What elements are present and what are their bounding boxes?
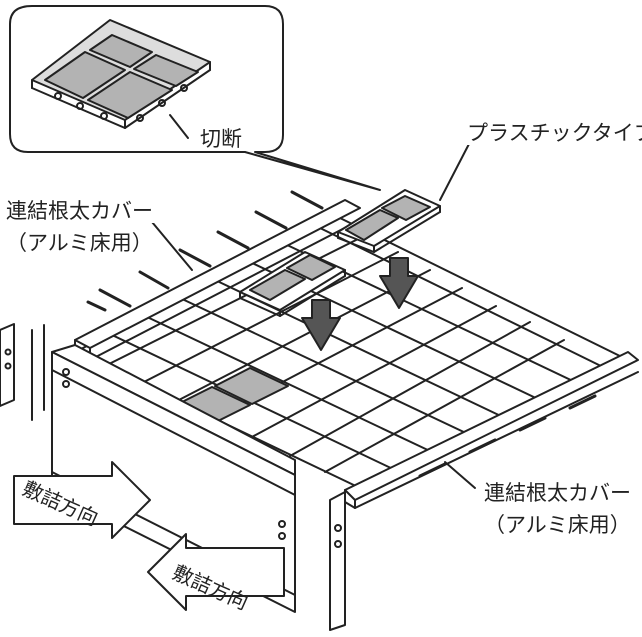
label-joist-cover-bottom-1: 連結根太カバー xyxy=(482,481,633,505)
plastic-tile-lower xyxy=(239,251,346,317)
label-joist-cover-top-2: （アルミ床用） xyxy=(4,231,155,255)
cut-leader xyxy=(169,114,189,139)
down-arrows xyxy=(301,257,419,351)
laying-arrow-2 xyxy=(147,533,285,611)
label-joist-cover-bottom-2: （アルミ床用） xyxy=(482,513,633,537)
label-plastic-type: プラスチックタイプ xyxy=(465,122,642,145)
joist-ends-right xyxy=(418,394,597,478)
inset-callout-box xyxy=(9,5,381,191)
plastic-tile-upper xyxy=(337,189,441,253)
laying-arrow-1 xyxy=(13,461,151,539)
label-joist-cover-top-1: 連結根太カバー xyxy=(4,199,155,223)
label-cut: 切断 xyxy=(198,127,244,151)
left-posts xyxy=(0,323,45,421)
inset-cut-tile xyxy=(31,19,211,129)
joist-ends-left xyxy=(86,190,324,312)
joist-bottom-leader xyxy=(444,461,476,489)
plastic-leader xyxy=(439,141,471,201)
right-beam xyxy=(329,491,346,631)
